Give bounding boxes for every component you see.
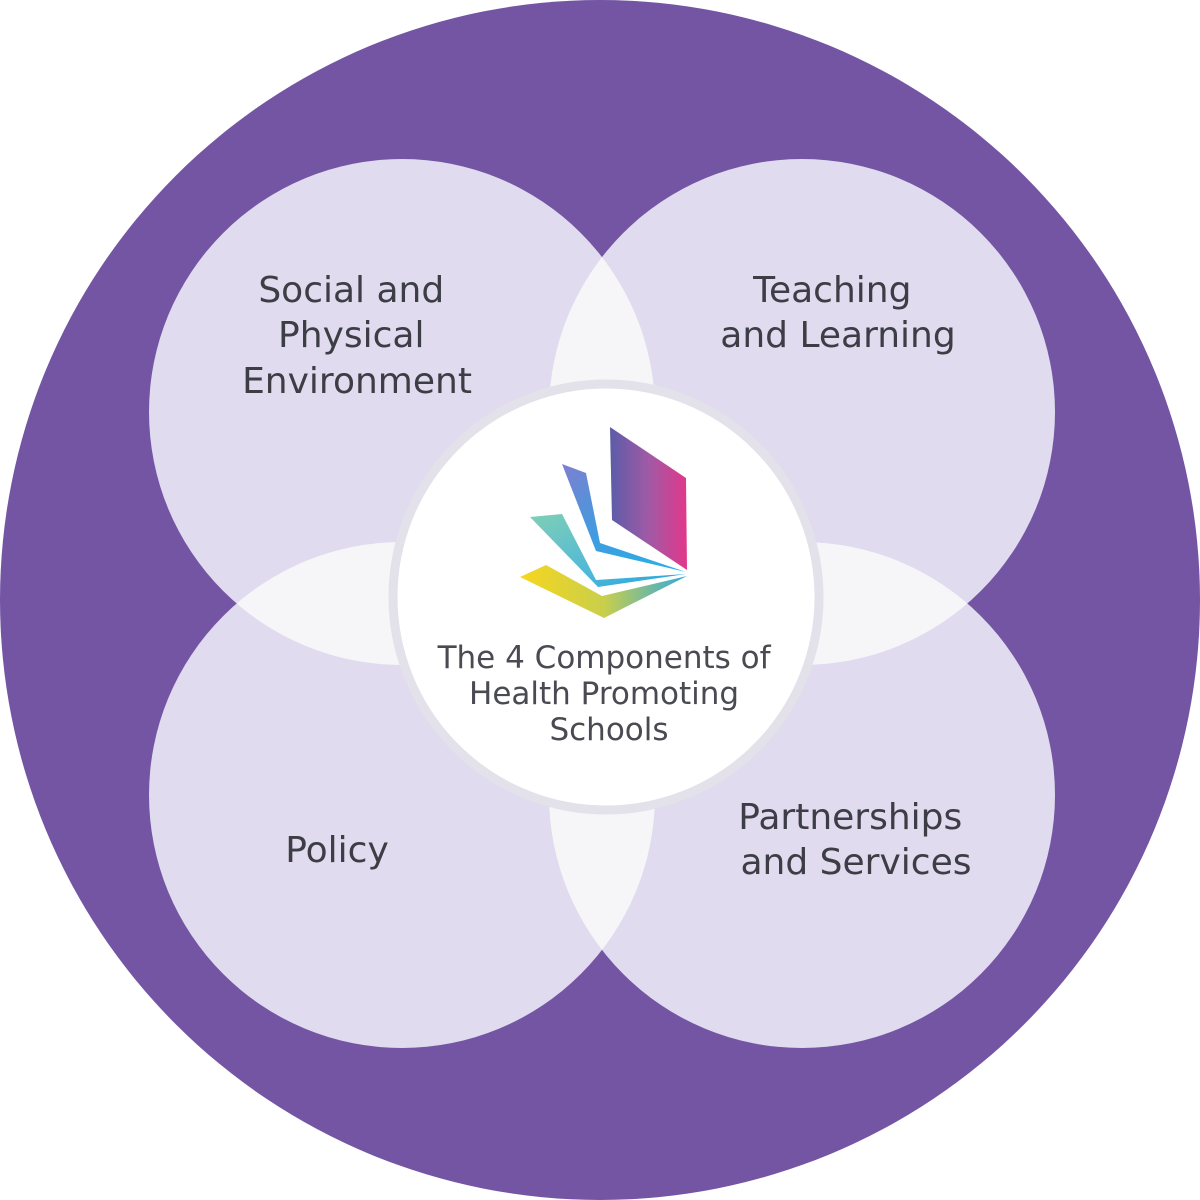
- label-line: Policy: [285, 830, 389, 871]
- logo-page-yellow: [520, 565, 687, 618]
- label-line: Partnerships: [738, 797, 962, 838]
- label-line: Social and: [258, 270, 444, 311]
- label-partnerships-services: Partnerships and Services: [738, 797, 973, 883]
- label-policy: Policy: [285, 830, 389, 871]
- center-title: The 4 Components of Health Promoting Sch…: [437, 640, 781, 748]
- fanned-book-pages-logo-icon: [520, 427, 687, 618]
- logo-page-magenta: [610, 427, 687, 570]
- label-line: Physical: [278, 315, 424, 356]
- label-teaching-learning: Teaching and Learning: [720, 270, 955, 356]
- center-title-line: The 4 Components of: [437, 640, 772, 676]
- label-line: Environment: [242, 361, 472, 402]
- label-social-physical-environment: Social and Physical Environment: [242, 270, 472, 402]
- label-line: and Services: [741, 842, 972, 883]
- center-title-line: Health Promoting: [469, 676, 739, 712]
- logo-page-blue: [562, 464, 686, 572]
- label-line: Teaching: [752, 270, 911, 311]
- label-line: and Learning: [720, 315, 955, 356]
- logo-page-teal: [530, 514, 686, 587]
- center-title-line: Schools: [549, 712, 668, 748]
